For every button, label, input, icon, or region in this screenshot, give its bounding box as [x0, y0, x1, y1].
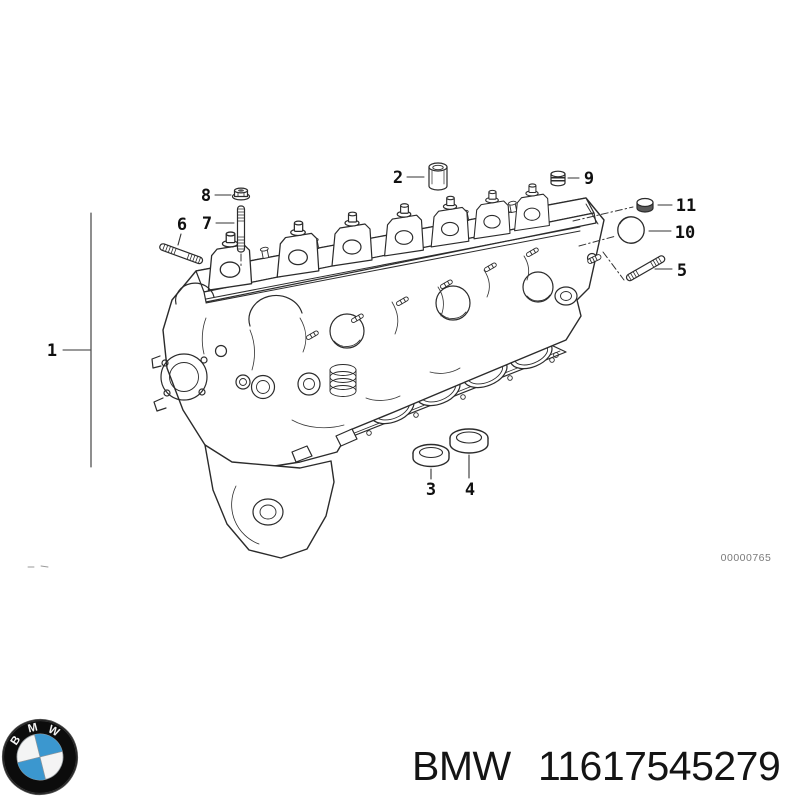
callout-8: 8 — [201, 186, 211, 206]
valve-lifter-part-2 — [428, 162, 448, 191]
callout-11: 11 — [676, 196, 696, 216]
parts-drawing — [27, 162, 673, 568]
dash-dot-leaders — [240, 206, 634, 281]
logo-quadrant-ne — [34, 734, 63, 757]
cylinder-head-drawing — [151, 183, 605, 559]
threaded-port — [329, 364, 357, 397]
core-plug-part-10 — [617, 216, 645, 244]
callout-6: 6 — [177, 215, 187, 235]
callout-5: 5 — [677, 261, 687, 281]
logo-letter-m: M — [27, 721, 39, 735]
part-number-text: 11617545279 — [538, 743, 780, 789]
callout-9: 9 — [584, 169, 594, 189]
callout-7: 7 — [202, 214, 212, 234]
face-studs — [306, 247, 539, 340]
hex-nut-part-8 — [231, 187, 251, 201]
bmw-logo: B M W — [2, 719, 78, 795]
brand-text: BMW — [412, 743, 512, 789]
callout-2: 2 — [393, 168, 403, 188]
stud-part-5 — [625, 255, 666, 282]
logo-quadrant-sw — [17, 757, 46, 780]
stud-part-6 — [159, 243, 204, 265]
casting-ribs — [201, 255, 530, 429]
callout-1: 1 — [47, 341, 57, 361]
logo-letter-w: W — [46, 724, 61, 740]
cap-plug-part-11 — [636, 197, 654, 213]
bearing-towers — [207, 183, 550, 291]
leader-lines — [62, 176, 673, 480]
callout-10: 10 — [675, 223, 695, 243]
seal-ring-part-4 — [449, 428, 489, 454]
callout-4: 4 — [465, 480, 475, 500]
callout-3: 3 — [426, 480, 436, 500]
seal-ring-part-3 — [412, 443, 450, 468]
stud-part-7 — [236, 205, 246, 253]
stray-marks — [27, 565, 49, 568]
screw-plug-part-9 — [550, 170, 566, 187]
diagram-watermark: 00000765 — [721, 552, 772, 564]
